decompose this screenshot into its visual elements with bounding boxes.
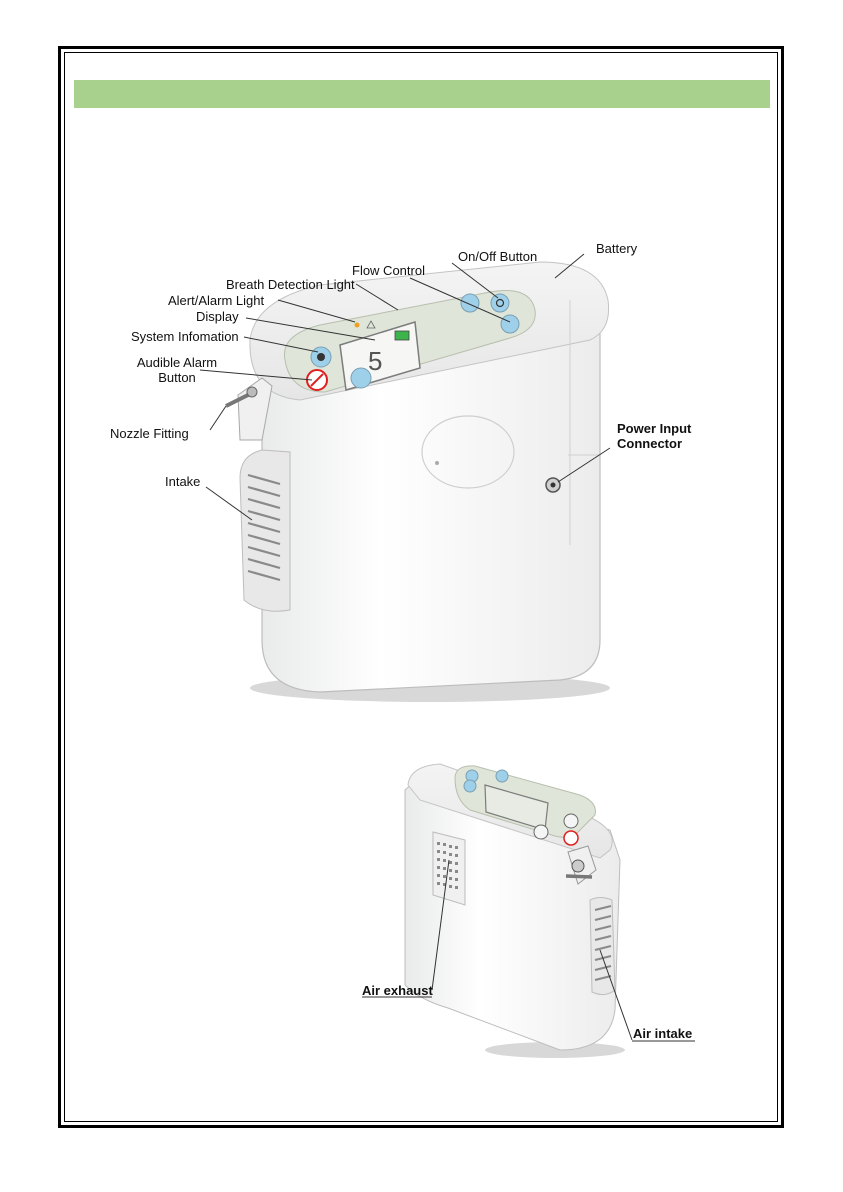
intake-panel — [240, 450, 290, 611]
flow-up-button[interactable] — [461, 294, 479, 312]
label-intake: Intake — [165, 474, 200, 489]
display-flow-value: 5 — [368, 346, 382, 376]
device2-intake-panel — [590, 898, 615, 995]
flow-control-button[interactable] — [501, 315, 519, 333]
device2-nozzle-fitting — [566, 876, 592, 877]
label-air-exhaust: Air exhaust — [362, 983, 433, 998]
label-audible-alarm-line1: Audible Alarm — [132, 355, 222, 370]
device2-mute-button — [564, 831, 578, 845]
device2-gear-button — [534, 825, 548, 839]
device-side-view — [405, 764, 625, 1058]
alert-alarm-light — [355, 323, 360, 328]
label-audible-alarm-line2: Button — [132, 370, 222, 385]
label-alert-alarm-light: Alert/Alarm Light — [168, 293, 264, 308]
device2-button-c — [464, 780, 476, 792]
label-air-intake: Air intake — [633, 1026, 692, 1041]
label-nozzle-fitting: Nozzle Fitting — [110, 426, 189, 441]
label-power-input-connector: Power Input Connector — [617, 421, 691, 451]
label-system-information: System Infomation — [131, 329, 239, 344]
nozzle-knob — [247, 387, 257, 397]
battery-indicator-icon — [395, 331, 409, 340]
device-front-view: 5 — [226, 262, 610, 702]
connector-pin — [551, 483, 556, 488]
power-button[interactable] — [491, 294, 509, 312]
label-breath-detection-light: Breath Detection Light — [226, 277, 355, 292]
label-audible-alarm-button: Audible Alarm Button — [132, 355, 222, 385]
emblem-dot — [435, 461, 439, 465]
label-flow-control: Flow Control — [352, 263, 425, 278]
device2-nozzle-knob — [572, 860, 584, 872]
air-exhaust-vent — [433, 832, 465, 905]
label-on-off-button: On/Off Button — [458, 249, 537, 264]
device2-button-b — [496, 770, 508, 782]
device2-audio-button — [564, 814, 578, 828]
flow-down-button[interactable] — [351, 368, 371, 388]
label-battery: Battery — [596, 241, 637, 256]
label-power-input-line1: Power Input — [617, 421, 691, 436]
gear-icon — [317, 353, 325, 361]
label-power-input-line2: Connector — [617, 436, 691, 451]
label-display: Display — [196, 309, 239, 324]
